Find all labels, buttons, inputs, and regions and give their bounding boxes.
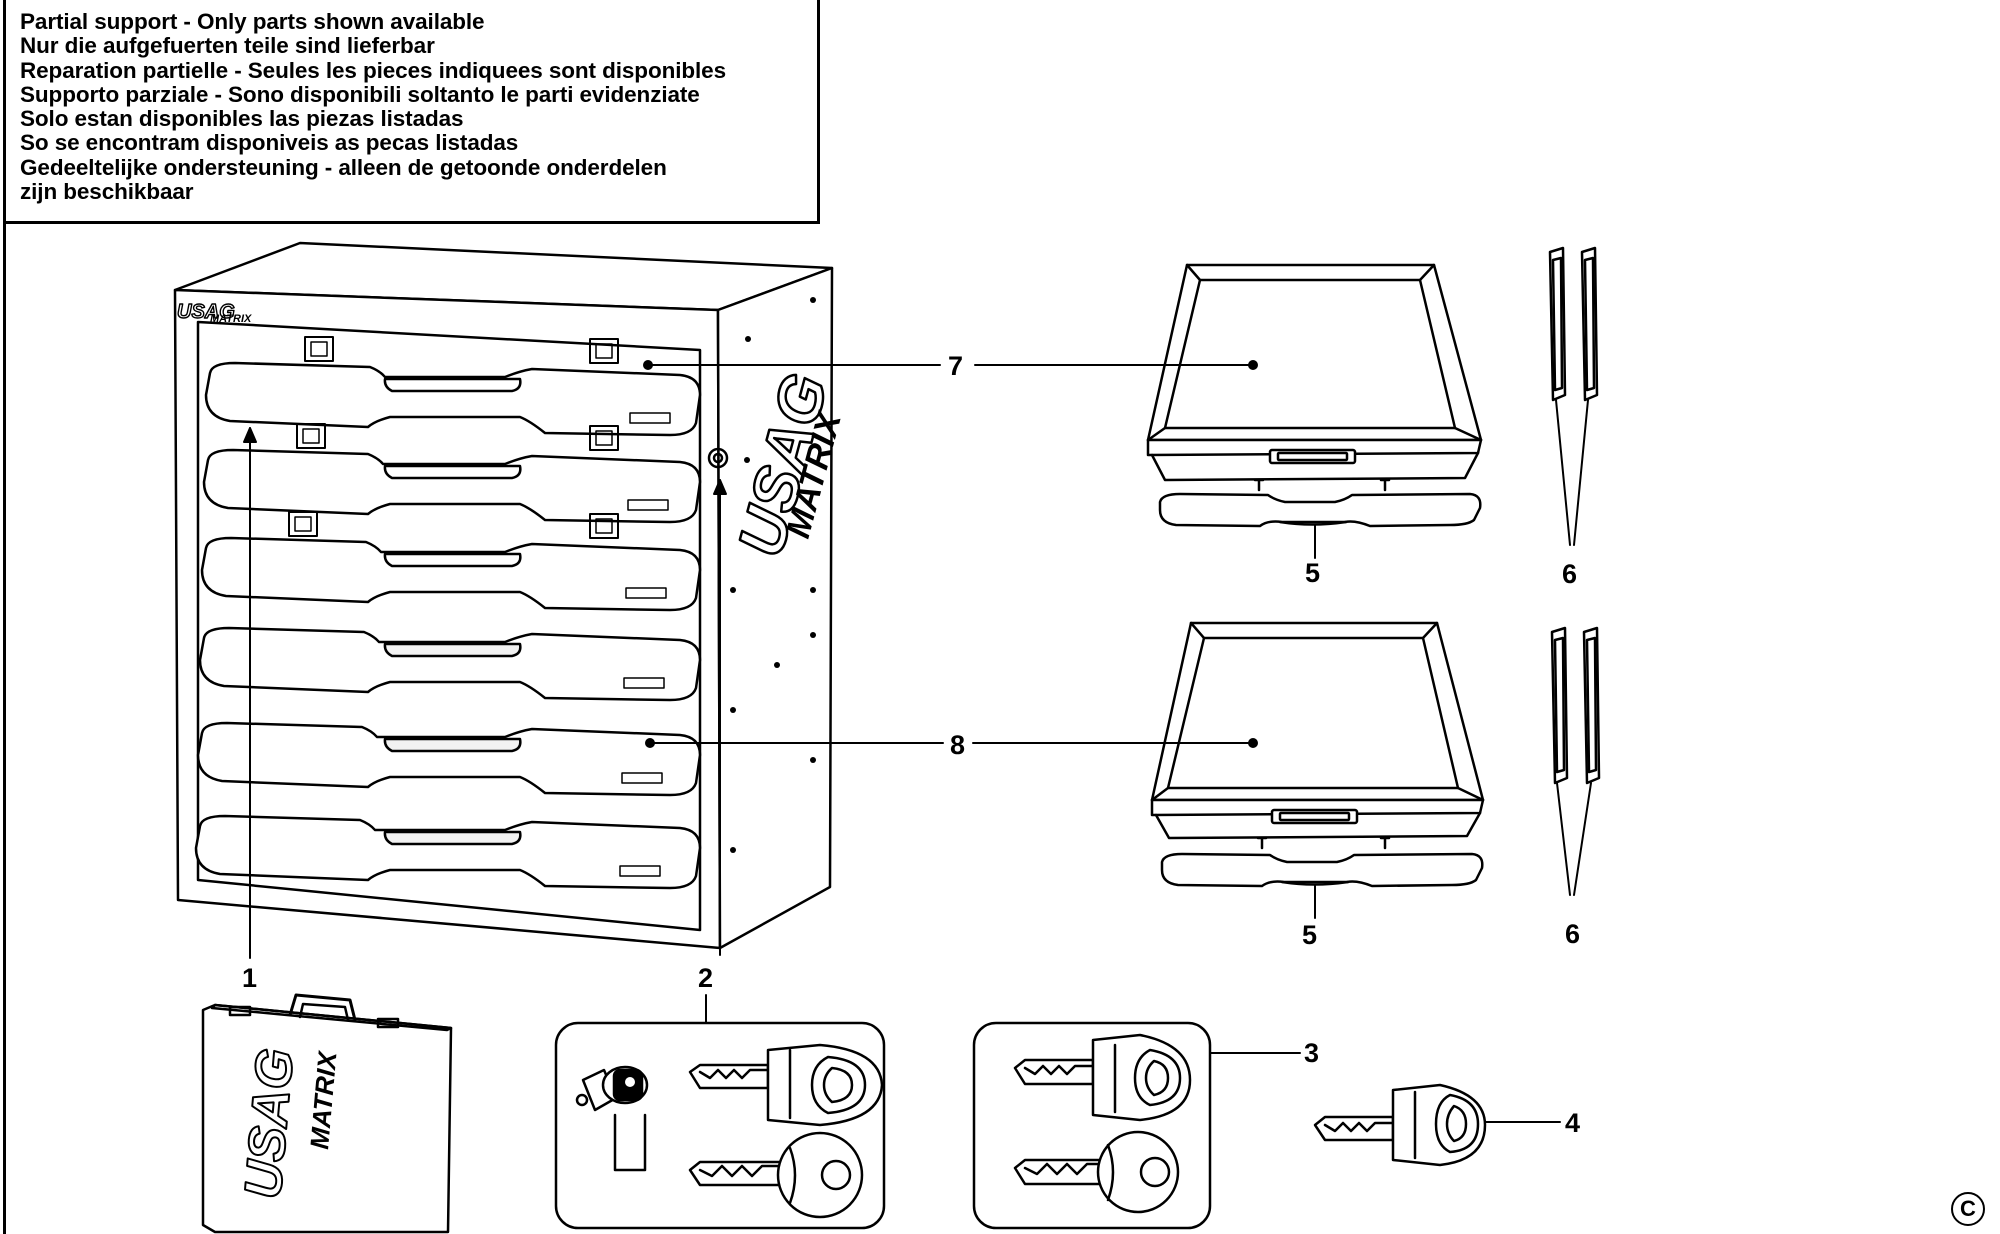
cabinet-drawer-front	[196, 721, 702, 797]
case-logo: USAG	[234, 1046, 305, 1201]
cabinet-drawer-front	[202, 423, 702, 524]
cabinet-drawer-front	[204, 336, 702, 437]
callout-4: 4	[1565, 1108, 1580, 1138]
cabinet-drawer-front	[194, 814, 702, 890]
callout-1: 1	[242, 963, 257, 993]
callout-6-lower: 6	[1565, 919, 1580, 949]
key-icon	[688, 1043, 884, 1127]
carry-case-illustration: USAG MATRIX	[201, 993, 453, 1234]
spare-key-icon	[1313, 1083, 1487, 1167]
key-set-box	[972, 1021, 1212, 1230]
leader-lines	[243, 360, 1592, 1123]
cabinet-front-logo: USAG	[177, 301, 235, 323]
notice-line-es: Solo estan disponibles las piezas listad…	[20, 106, 464, 132]
copyright-symbol: C	[1951, 1192, 1985, 1226]
notice-line-pt: So se encontram disponiveis as pecas lis…	[20, 130, 519, 156]
parts-notice-box: Partial support - Only parts shown avail…	[3, 0, 820, 224]
notice-line-de: Nur die aufgefuerten teile sind lieferba…	[20, 33, 435, 59]
drawer-handle-lower-illustration	[1160, 836, 1484, 888]
frame-left-border	[3, 224, 6, 1234]
lock-kit-box	[554, 1021, 886, 1230]
cabinet-lock-icon	[707, 447, 729, 469]
callout-2: 2	[698, 963, 713, 993]
callout-3: 3	[1304, 1038, 1319, 1068]
key-icon	[1013, 1033, 1192, 1122]
callout-5-upper: 5	[1305, 558, 1320, 588]
cabinet-drawer-fronts	[194, 336, 702, 890]
lock-barrel-icon	[575, 1065, 649, 1112]
callout-7: 7	[948, 351, 963, 381]
callout-8: 8	[950, 730, 965, 760]
drawer-upper-illustration	[1146, 263, 1483, 482]
key-round-icon	[1013, 1130, 1180, 1214]
notice-line-nl-cont: zijn beschikbaar	[20, 179, 194, 205]
cabinet-drawer-front	[200, 511, 702, 612]
cabinet-illustration: USAG MATRIX USAG MATRIX	[173, 241, 849, 950]
drawer-slides-upper-illustration	[1548, 246, 1599, 402]
callout-6-upper: 6	[1562, 559, 1577, 589]
notice-line-it: Supporto parziale - Sono disponibili sol…	[20, 81, 700, 107]
notice-line-nl: Gedeeltelijke ondersteuning - alleen de …	[20, 154, 667, 180]
callout-5-lower: 5	[1302, 920, 1317, 950]
lock-clip-icon	[613, 1113, 647, 1172]
cabinet-drawer-front	[198, 626, 702, 702]
drawer-slides-lower-illustration	[1550, 626, 1601, 785]
key-round-icon	[688, 1131, 864, 1219]
drawer-lower-illustration	[1150, 621, 1485, 840]
notice-line-fr: Reparation partielle - Seules les pieces…	[20, 57, 727, 83]
drawer-handle-upper-illustration	[1158, 478, 1482, 528]
cabinet-front-sublogo: MATRIX	[210, 313, 252, 325]
notice-line-en: Partial support - Only parts shown avail…	[20, 9, 485, 34]
